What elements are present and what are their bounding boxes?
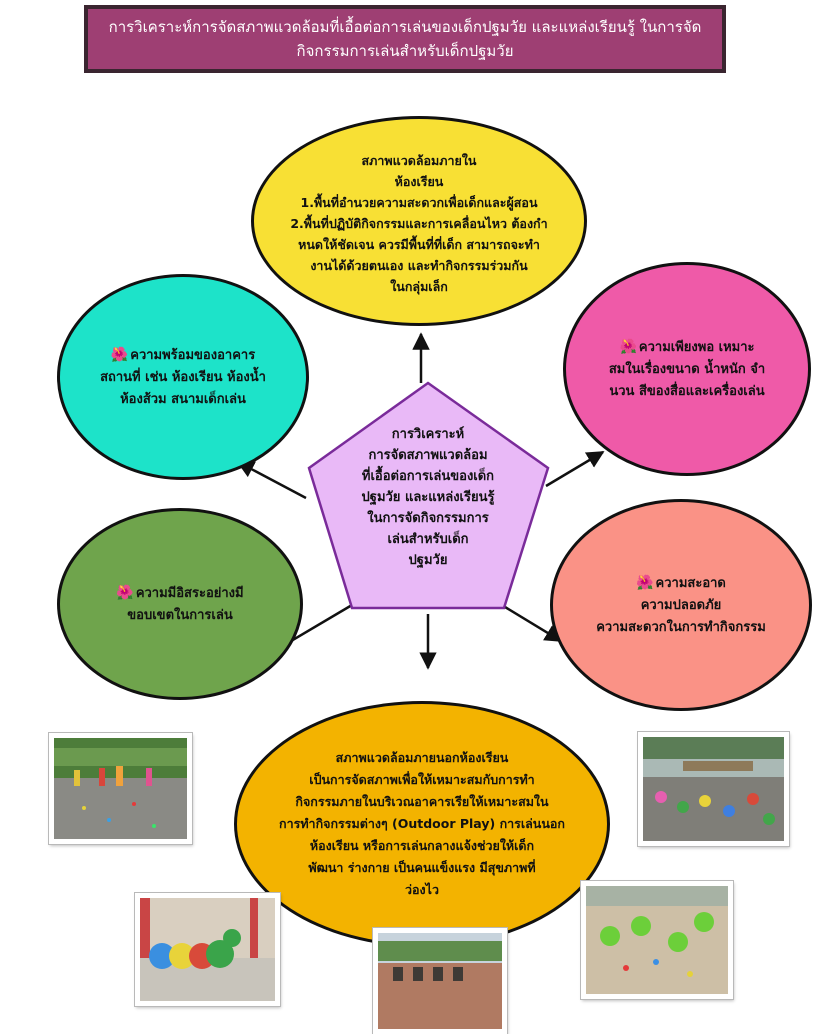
node-line: ความเพียงพอ เหมาะ (638, 339, 755, 355)
node-line: สมในเรื่องขนาด น้ำหนัก จำ (608, 361, 766, 377)
node-line: ห้องเรียน (394, 173, 444, 189)
title-line-1: การวิเคราะห์การจัดสภาพแวดล้อมที่เอื้อต่อ… (108, 18, 702, 36)
center-text: การวิเคราะห์ การจัดสภาพแวดล้อม ที่เอื้อต… (325, 424, 531, 571)
center-line: ปฐมวัย และแหล่งเรียนรู้ (361, 490, 495, 505)
arrow-upper-left (236, 460, 307, 500)
playground-photo (49, 733, 192, 844)
node-line: ห้องเรียน หรือการเล่นกลางแจ้งช่วยให้เด็ก (309, 838, 535, 853)
hibiscus-flower-icon: 🌺 (110, 346, 129, 363)
center-line: ปฐมวัย (408, 553, 448, 568)
caterpillar-tunnel-photo (135, 893, 280, 1006)
node-line: ความสะดวกในการทำกิจกรรม (596, 619, 766, 635)
node-line: 1.พื้นที่อำนวยความสะดวกเพื่อเด็กและผู้สอ… (300, 194, 538, 210)
node-line: ห้องส้วม สนามเด็กเล่น (120, 391, 246, 407)
outdoor-children-group-photo (638, 732, 789, 846)
node-cleanliness-safety: 🌺ความสะอาด ความปลอดภัย ความสะดวกในการทำก… (550, 499, 812, 711)
title-line-2: กิจกรรมการเล่นสำหรับเด็กปฐมวัย (296, 42, 514, 60)
node-line: ความมีอิสระอย่างมี (135, 585, 244, 601)
node-line: ความปลอดภัย (640, 597, 722, 613)
children-floor-play-photo (581, 881, 733, 999)
node-line: สถานที่ เช่น ห้องเรียน ห้องน้ำ (100, 369, 266, 385)
arrow-lower-right (504, 605, 563, 643)
node-line: เป็นการจัดสภาพเพื่อให้เหมาะสมกับการทำ (309, 772, 535, 787)
node-line: การทำกิจกรรมต่างๆ (Outdoor Play) การเล่น… (279, 816, 565, 831)
center-line: การวิเคราะห์ (391, 427, 465, 442)
node-sufficiency: 🌺ความเพียงพอ เหมาะ สมในเรื่องขนาด น้ำหนั… (563, 262, 811, 476)
node-outdoor-environment: สภาพแวดล้อมภายนอกห้องเรียน เป็นการจัดสภา… (234, 701, 610, 947)
center-line: ที่เอื้อต่อการเล่นของเด็ก (361, 469, 495, 484)
node-line: กิจกรรมภายในบริเวณอาคารเรียให้เหมาะสมใน (295, 794, 549, 809)
node-line: ความสะอาด (655, 575, 726, 591)
center-pentagon (307, 381, 550, 610)
node-line: 2.พื้นที่ปฏิบัติกิจกรรมและการเคลื่อนไหว … (290, 215, 548, 231)
node-line: หนดให้ชัดเจน ควรมีพื้นที่ที่เด็ก สามารถจ… (298, 236, 540, 252)
arrow-upper-right (545, 450, 605, 488)
garden-path-photo (373, 928, 507, 1034)
center-line: ในการจัดกิจกรรมการ (367, 511, 489, 526)
node-freedom: 🌺ความมีอิสระอย่างมี ขอบเขตในการเล่น (57, 508, 303, 700)
center-line: การจัดสภาพแวดล้อม (368, 448, 488, 463)
node-indoor-environment: สภาพแวดล้อมภายใน ห้องเรียน 1.พื้นที่อำนว… (251, 116, 587, 326)
node-line: พัฒนา ร่างกาย เป็นคนแข็งแรง มีสุขภาพที่ (308, 860, 536, 875)
center-line: เล่นสำหรับเด็ก (387, 532, 469, 547)
node-building-readiness: 🌺ความพร้อมของอาคาร สถานที่ เช่น ห้องเรีย… (57, 274, 309, 480)
hibiscus-flower-icon: 🌺 (116, 584, 134, 601)
node-line: ความพร้อมของอาคาร (130, 347, 256, 363)
node-line: สภาพแวดล้อมภายใน (361, 152, 477, 168)
node-line: ว่องไว (405, 882, 439, 897)
node-line: นวน สีของสื่อและเครื่องเล่น (609, 383, 765, 399)
node-line: ในกลุ่มเล็ก (390, 278, 448, 294)
hibiscus-flower-icon: 🌺 (619, 338, 637, 355)
hibiscus-flower-icon: 🌺 (636, 574, 654, 591)
node-line: สภาพแวดล้อมภายนอกห้องเรียน (335, 750, 509, 765)
node-line: ขอบเขตในการเล่น (127, 607, 233, 623)
node-line: งานได้ด้วยตนเอง และทำกิจกรรมร่วมกัน (310, 257, 528, 273)
title-banner: การวิเคราะห์การจัดสภาพแวดล้อมที่เอื้อต่อ… (84, 5, 726, 73)
